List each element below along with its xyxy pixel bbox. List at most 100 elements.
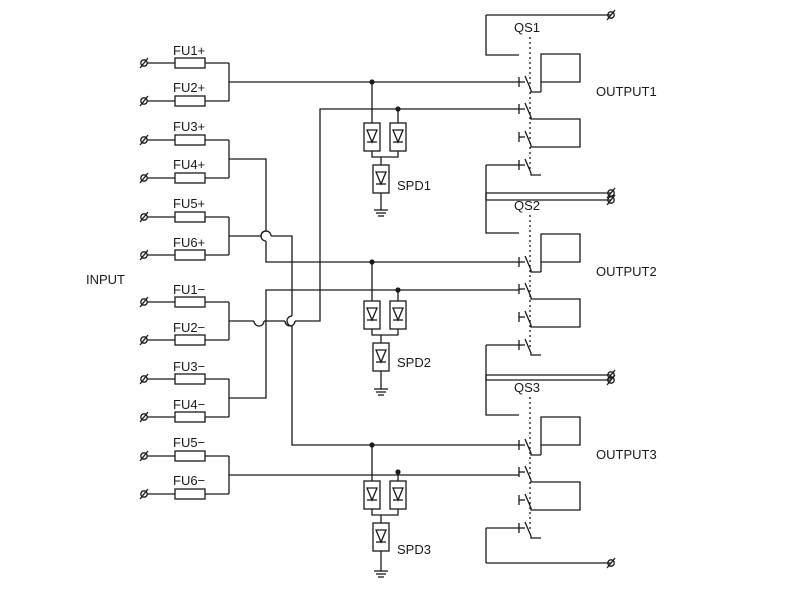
fuse-label: FU6−: [173, 473, 205, 488]
pole-out: [530, 297, 541, 300]
pole-blade: [524, 255, 532, 271]
terminal-slash: [606, 187, 616, 199]
pole-out: [530, 173, 541, 176]
terminal-symbol: [139, 296, 149, 308]
terminal-symbol: [606, 9, 616, 21]
terminal-circle: [607, 189, 615, 197]
terminal-slash: [139, 450, 149, 462]
terminal-symbol: [139, 411, 149, 423]
input-label: INPUT: [86, 272, 125, 287]
output-label: OUTPUT3: [596, 447, 657, 462]
terminal-circle: [607, 559, 615, 567]
terminal-circle: [140, 452, 148, 460]
output-loop: [541, 481, 581, 511]
fuse-label: FU1−: [173, 282, 205, 297]
terminal-slash: [139, 249, 149, 261]
varistor-triangle: [366, 129, 378, 144]
varistor-triangle: [392, 487, 404, 502]
pole-out: [530, 508, 541, 511]
crossover-hop: [286, 315, 293, 327]
junction-dot: [369, 442, 375, 448]
terminal-slash: [606, 557, 616, 569]
terminal-symbol: [139, 172, 149, 184]
pole-out: [530, 270, 541, 273]
pole-out: [530, 536, 541, 539]
terminal-symbol: [139, 134, 149, 146]
output-loop: [540, 233, 581, 272]
terminal-circle: [140, 174, 148, 182]
bus-neg-2: [229, 289, 519, 399]
terminal-circle: [140, 136, 148, 144]
terminal-circle: [607, 371, 615, 379]
terminal-symbol: [606, 187, 616, 199]
terminal-slash: [139, 334, 149, 346]
pole-blade: [524, 158, 532, 174]
junction-dot: [369, 79, 375, 85]
terminal-slash: [606, 9, 616, 21]
terminal-circle: [140, 375, 148, 383]
terminal-symbol: [606, 369, 616, 381]
fuse-symbol: [174, 488, 206, 500]
bus-pos-3-c: [291, 326, 519, 446]
junction-dot: [395, 287, 401, 293]
fuse-label: FU5+: [173, 196, 205, 211]
terminal-symbol: [139, 488, 149, 500]
gdt-triangle: [375, 529, 387, 544]
switch-top-drop: [485, 15, 519, 56]
fuse-symbol: [174, 334, 206, 346]
spd-label: SPD3: [397, 542, 431, 557]
fuse-symbol: [174, 211, 206, 223]
varistor-triangle: [366, 487, 378, 502]
varistor-triangle: [392, 307, 404, 322]
pole-out: [530, 353, 541, 356]
terminal-circle: [140, 59, 148, 67]
terminal-circle: [140, 213, 148, 221]
pole-blade: [524, 493, 532, 509]
spd-label: SPD1: [397, 178, 431, 193]
terminal-slash: [606, 369, 616, 381]
pole-blade: [524, 282, 532, 298]
fuse-symbol: [174, 57, 206, 69]
fuse-symbol: [174, 450, 206, 462]
output-label: OUTPUT1: [596, 84, 657, 99]
output-loop: [541, 298, 581, 328]
spd-join: [371, 509, 399, 516]
terminal-slash: [139, 296, 149, 308]
junction-dot: [395, 469, 401, 475]
fuse-label: FU4−: [173, 397, 205, 412]
terminal-slash: [139, 488, 149, 500]
fuse-symbol: [174, 373, 206, 385]
bus-pos-2-a: [229, 158, 267, 231]
pole-blade: [524, 438, 532, 454]
pole-blade: [524, 521, 532, 537]
spd-join: [371, 151, 399, 158]
fuse-symbol: [174, 172, 206, 184]
pole-out: [530, 325, 541, 328]
terminal-symbol: [139, 57, 149, 69]
terminal-circle: [140, 251, 148, 259]
bus-neg-1-c: [295, 108, 519, 322]
pole-blade: [524, 338, 532, 354]
gdt-triangle: [375, 171, 387, 186]
junction-dot: [369, 259, 375, 265]
pole-out: [530, 117, 541, 120]
output-loop: [540, 416, 581, 455]
terminal-slash: [139, 172, 149, 184]
terminal-slash: [139, 95, 149, 107]
fuse-symbol: [174, 296, 206, 308]
terminal-symbol: [139, 450, 149, 462]
labels: INPUT FU1+FU2+FU3+FU4+FU5+FU6+FU1−FU2−FU…: [86, 20, 657, 557]
terminal-circle: [140, 336, 148, 344]
terminal-symbol: [139, 249, 149, 261]
terminal-circle: [140, 298, 148, 306]
pole-blade: [524, 310, 532, 326]
terminal-symbol: [139, 334, 149, 346]
varistor-triangle: [392, 129, 404, 144]
crossover-hop: [253, 320, 265, 327]
terminal-symbol: [139, 95, 149, 107]
fuse-label: FU2−: [173, 320, 205, 335]
terminal-slash: [139, 134, 149, 146]
crossover-hop: [260, 230, 272, 237]
bus-pos-2-b: [265, 241, 519, 263]
